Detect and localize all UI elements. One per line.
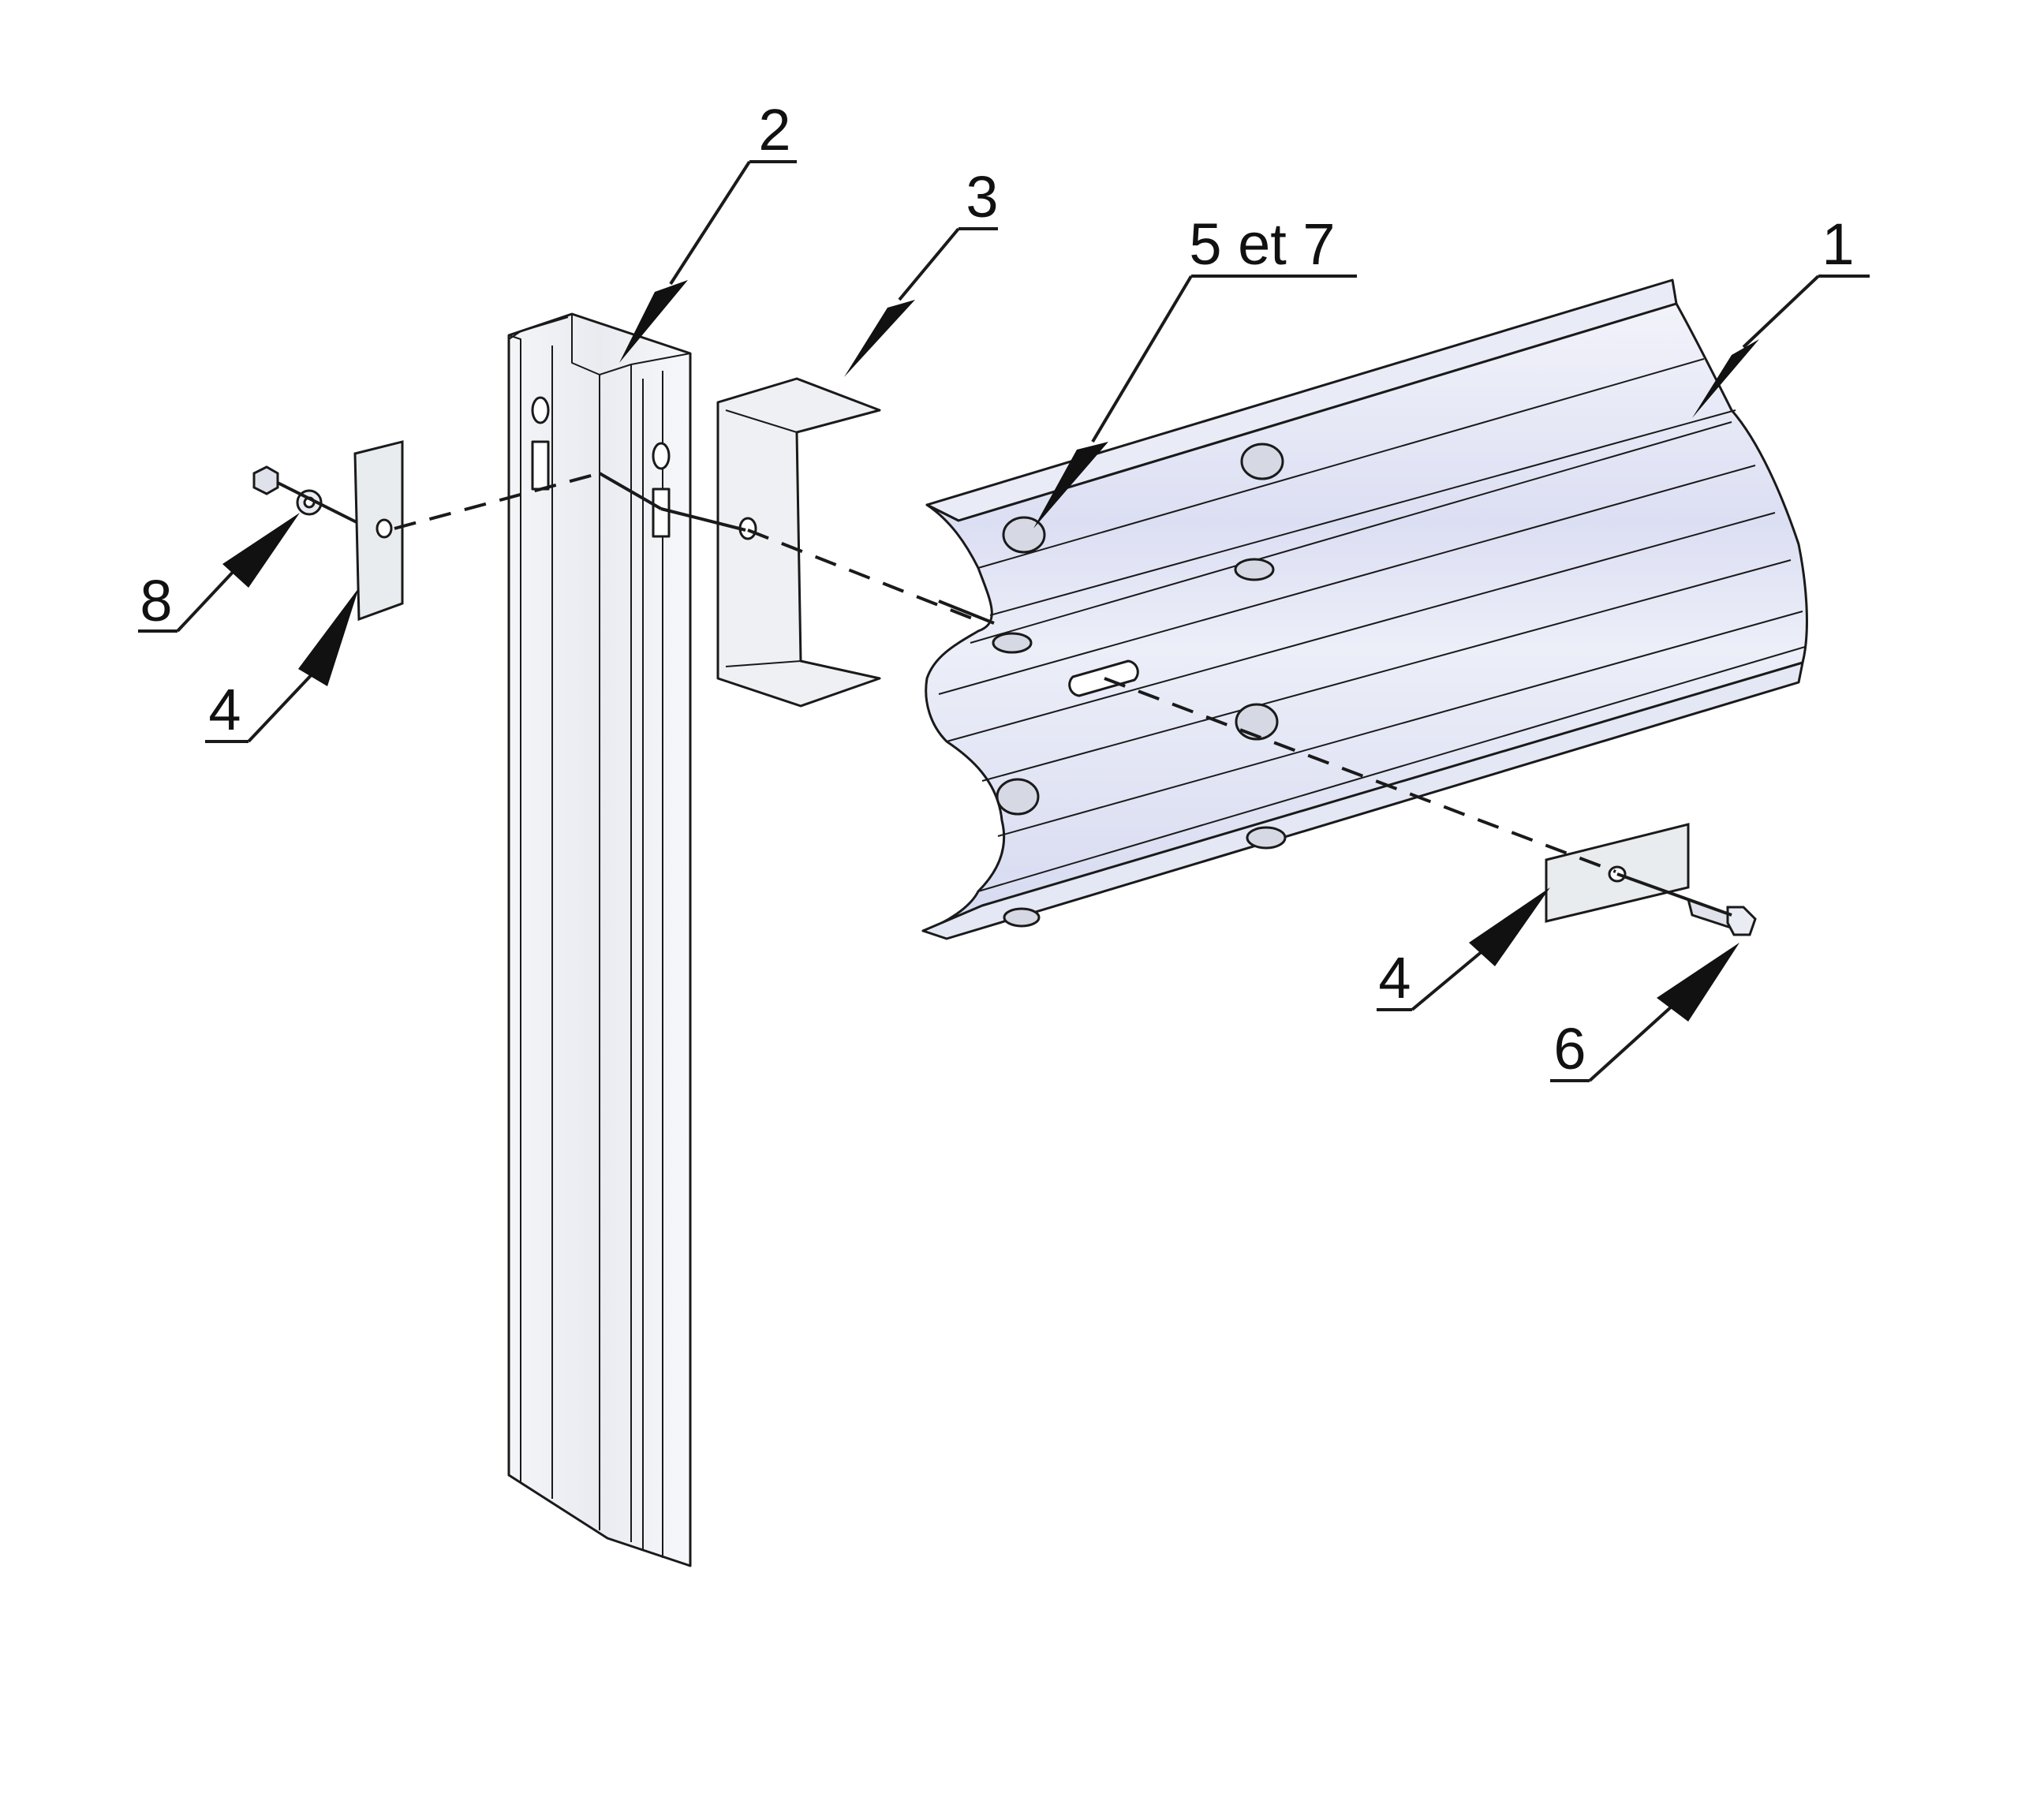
arrow-3 [844,300,915,377]
callout-4-right: 4 [1377,887,1550,1011]
bolt [1686,897,1757,936]
callout-4-left: 4 [205,588,359,743]
callout-label-4-left: 4 [208,677,241,742]
arrow-1 [1692,339,1759,418]
arrow-5-7 [1033,442,1108,529]
callout-label-4-right: 4 [1378,945,1411,1010]
callout-label-6: 6 [1553,1016,1586,1081]
callout-label-2: 2 [758,97,790,162]
callout-2: 2 [619,97,797,363]
arrow-8 [222,513,300,588]
guard-rail [921,278,1808,940]
arrow-6 [1657,943,1739,1022]
arrow-4-right [1469,887,1550,966]
nut-washer [252,465,323,516]
callouts: 1 2 3 5 et 7 8 [138,97,1870,1082]
callout-label-5-7: 5 et 7 [1189,211,1335,277]
arrow-2 [619,280,688,363]
arrow-4-left [298,588,359,686]
post [507,312,692,1567]
assembly-axes [277,472,1732,917]
callout-1: 1 [1692,211,1870,418]
callout-label-1: 1 [1822,211,1854,277]
callout-6: 6 [1550,943,1739,1082]
callout-5-7: 5 et 7 [1033,211,1357,529]
callout-label-3: 3 [966,164,998,230]
callout-3: 3 [844,164,999,377]
callout-8: 8 [138,513,300,633]
plate-left [353,440,404,622]
spacer-bracket [716,377,881,708]
plate-right [1545,823,1690,923]
callout-label-8: 8 [140,568,172,633]
